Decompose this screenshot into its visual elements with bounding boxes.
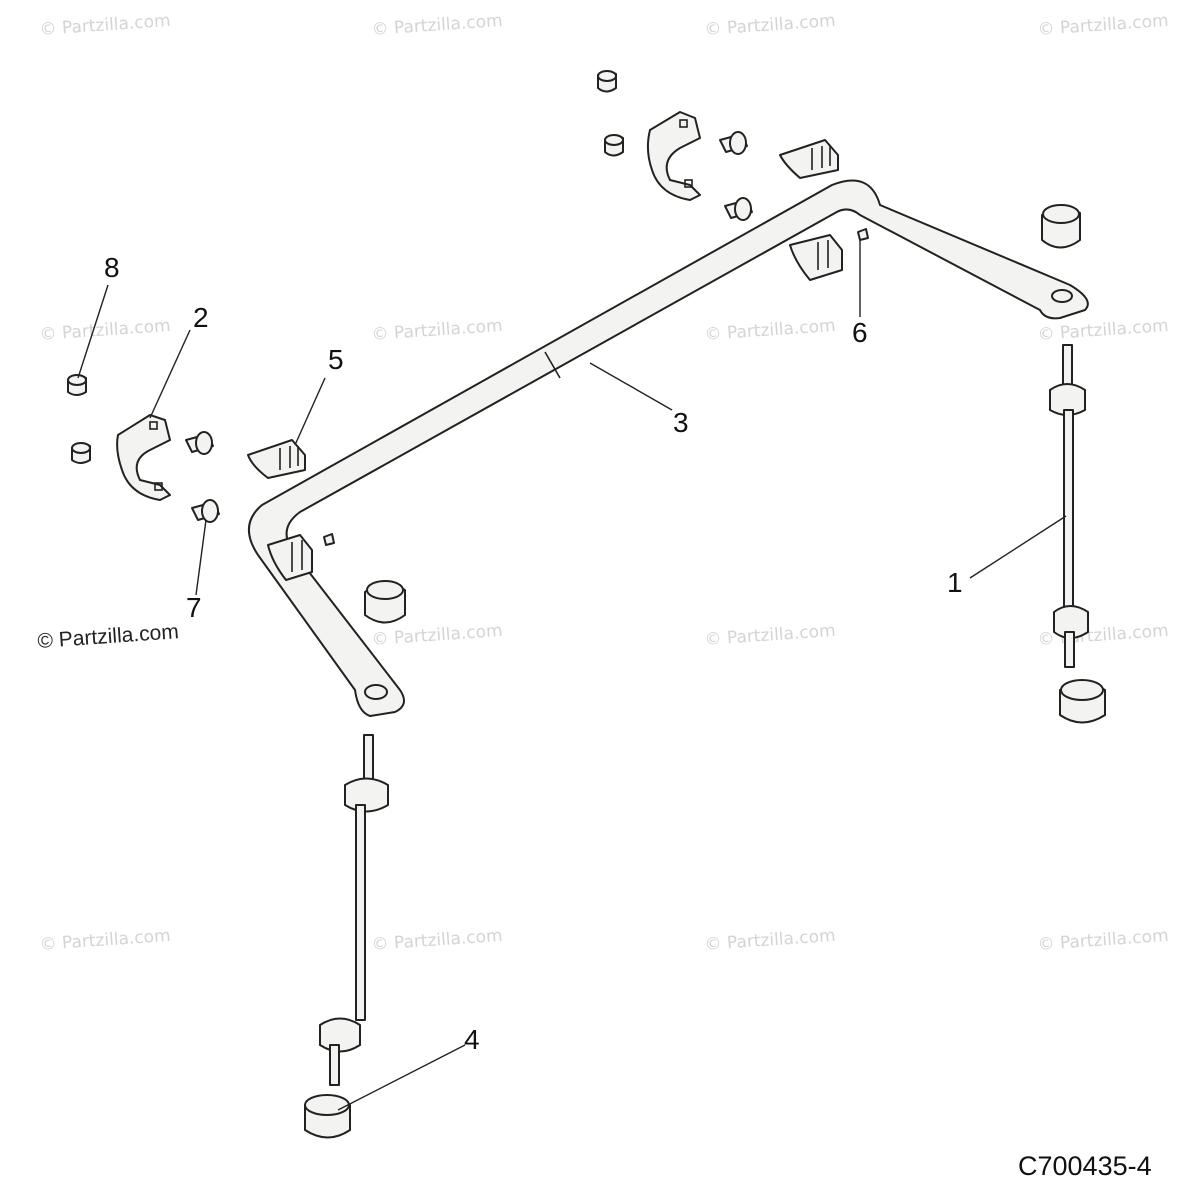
watermark: © Partzilla.com [704, 316, 836, 345]
watermark: © Partzilla.com [371, 316, 503, 345]
watermark: © Partzilla.com [39, 11, 171, 40]
leader-5 [294, 377, 326, 446]
watermark: © Partzilla.com [1037, 11, 1169, 40]
leader-1 [969, 515, 1067, 579]
watermark: © Partzilla.com [704, 11, 836, 40]
stabilizer-bar [248, 179, 1089, 717]
callout-2: 2 [193, 302, 209, 333]
callout-7: 7 [186, 592, 202, 623]
watermark: © Partzilla.com [39, 316, 171, 345]
watermark: © Partzilla.com [704, 926, 836, 955]
watermark: © Partzilla.com [704, 621, 836, 650]
leader-lines [77, 240, 1067, 1111]
upper-right-bracket-group [597, 70, 1081, 281]
watermark: © Partzilla.com [371, 926, 503, 955]
callout-3: 3 [673, 407, 689, 438]
end-link-left [304, 734, 389, 1139]
upper-left-bracket-group [67, 374, 406, 624]
watermark: © Partzilla.com [371, 11, 503, 40]
callout-6: 6 [852, 317, 868, 348]
callout-1: 1 [947, 567, 963, 598]
watermark: © Partzilla.com [1037, 316, 1169, 345]
callout-8: 8 [104, 252, 120, 283]
callout-5: 5 [328, 344, 344, 375]
callout-4: 4 [464, 1024, 480, 1055]
leader-4 [337, 1044, 466, 1111]
callouts: 1 2 3 4 5 6 7 8 [104, 252, 963, 1055]
leader-7 [195, 519, 207, 596]
partzilla-watermark: © Partzilla.com [37, 620, 180, 653]
leader-2 [149, 329, 191, 419]
watermark: © Partzilla.com [1037, 926, 1169, 955]
end-link-right [1049, 344, 1106, 724]
drawing-code: C700435-4 [1018, 1151, 1152, 1181]
watermark-grid: © Partzilla.com © Partzilla.com © Partzi… [39, 11, 1169, 955]
leader-8 [77, 284, 109, 379]
watermark: © Partzilla.com [371, 621, 503, 650]
watermark: © Partzilla.com [39, 926, 171, 955]
leader-3 [589, 362, 673, 411]
